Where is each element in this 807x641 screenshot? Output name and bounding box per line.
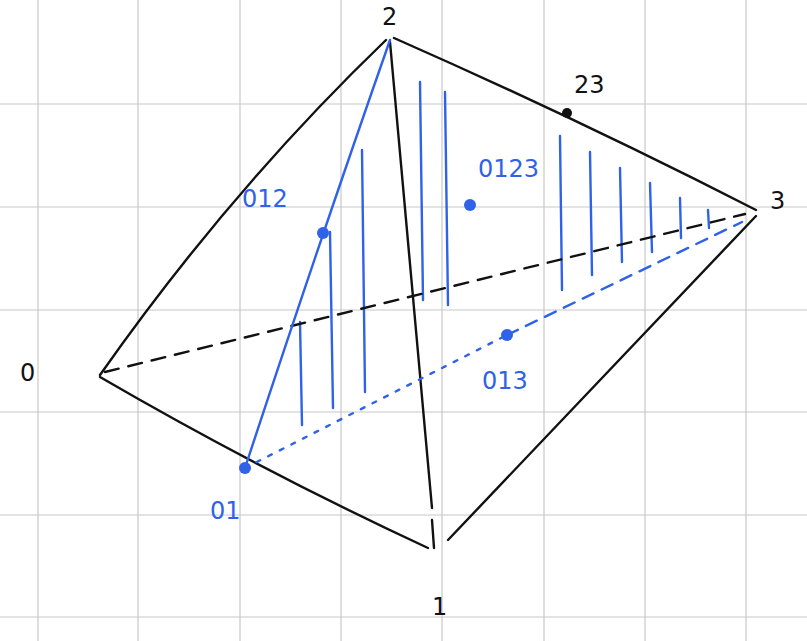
point-label: 23 (572, 72, 607, 98)
hatching (300, 82, 709, 425)
point-label: 012 (240, 186, 290, 212)
vertex-label: 0 (18, 360, 37, 386)
subdivision-lines (245, 40, 742, 468)
point-label: 013 (480, 368, 530, 394)
vertex-label: 1 (430, 594, 449, 620)
point-label: 0123 (476, 156, 541, 182)
points (239, 108, 572, 474)
tetrahedron-edges (100, 38, 756, 548)
vertex-label: 2 (380, 4, 399, 30)
vertex-label: 3 (768, 188, 787, 214)
point-label: 01 (208, 498, 243, 524)
